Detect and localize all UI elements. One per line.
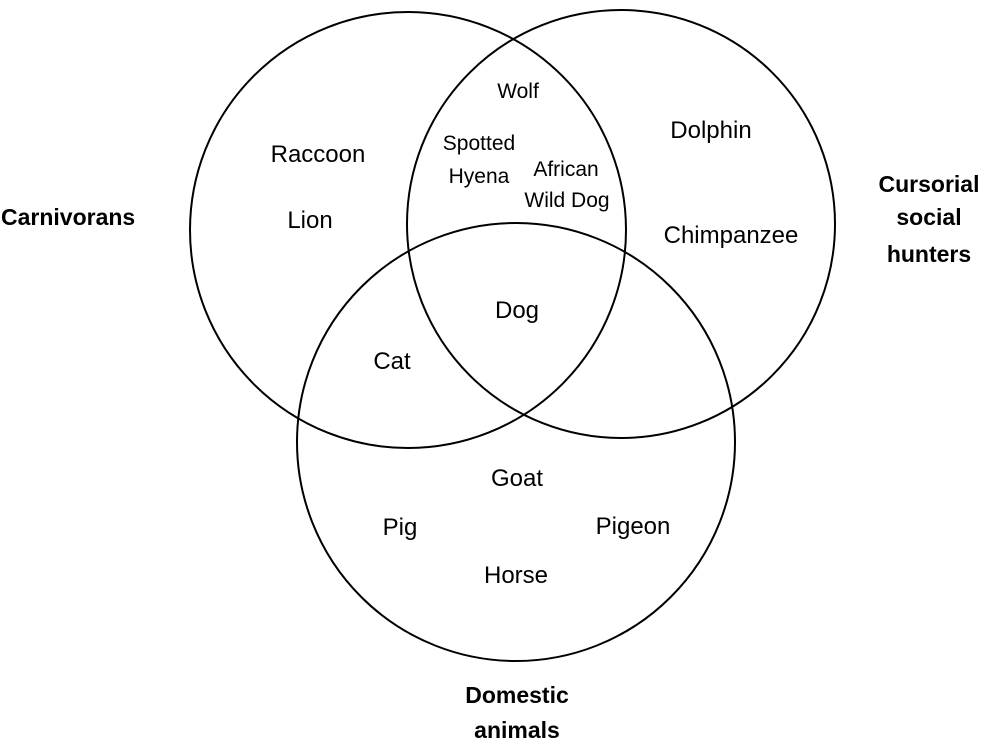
item-cat: Cat — [373, 348, 411, 375]
item-spotted-hyena-line2: Hyena — [449, 165, 510, 188]
item-pig: Pig — [383, 514, 418, 541]
label-cursorial-line2: social — [896, 204, 961, 230]
label-domestic-line1: Domestic — [465, 682, 569, 708]
item-raccoon: Raccoon — [271, 141, 366, 168]
item-horse: Horse — [484, 562, 548, 589]
item-african-wild-dog-line2: Wild Dog — [524, 189, 609, 212]
item-goat: Goat — [491, 465, 543, 492]
cursorial-social-hunters-circle — [406, 9, 836, 439]
label-cursorial-line1: Cursorial — [879, 171, 980, 197]
item-lion: Lion — [287, 207, 332, 234]
label-carnivorans: Carnivorans — [1, 204, 135, 230]
item-dolphin: Dolphin — [670, 117, 751, 144]
domestic-animals-circle — [296, 222, 736, 662]
item-african-wild-dog-line1: African — [533, 158, 598, 181]
carnivorans-circle — [189, 11, 627, 449]
item-spotted-hyena-line1: Spotted — [443, 132, 515, 155]
item-pigeon: Pigeon — [596, 513, 671, 540]
item-chimpanzee: Chimpanzee — [664, 222, 799, 249]
label-domestic-line2: animals — [474, 717, 560, 743]
item-wolf: Wolf — [497, 80, 539, 103]
item-dog: Dog — [495, 297, 539, 324]
label-cursorial-line3: hunters — [887, 241, 971, 267]
